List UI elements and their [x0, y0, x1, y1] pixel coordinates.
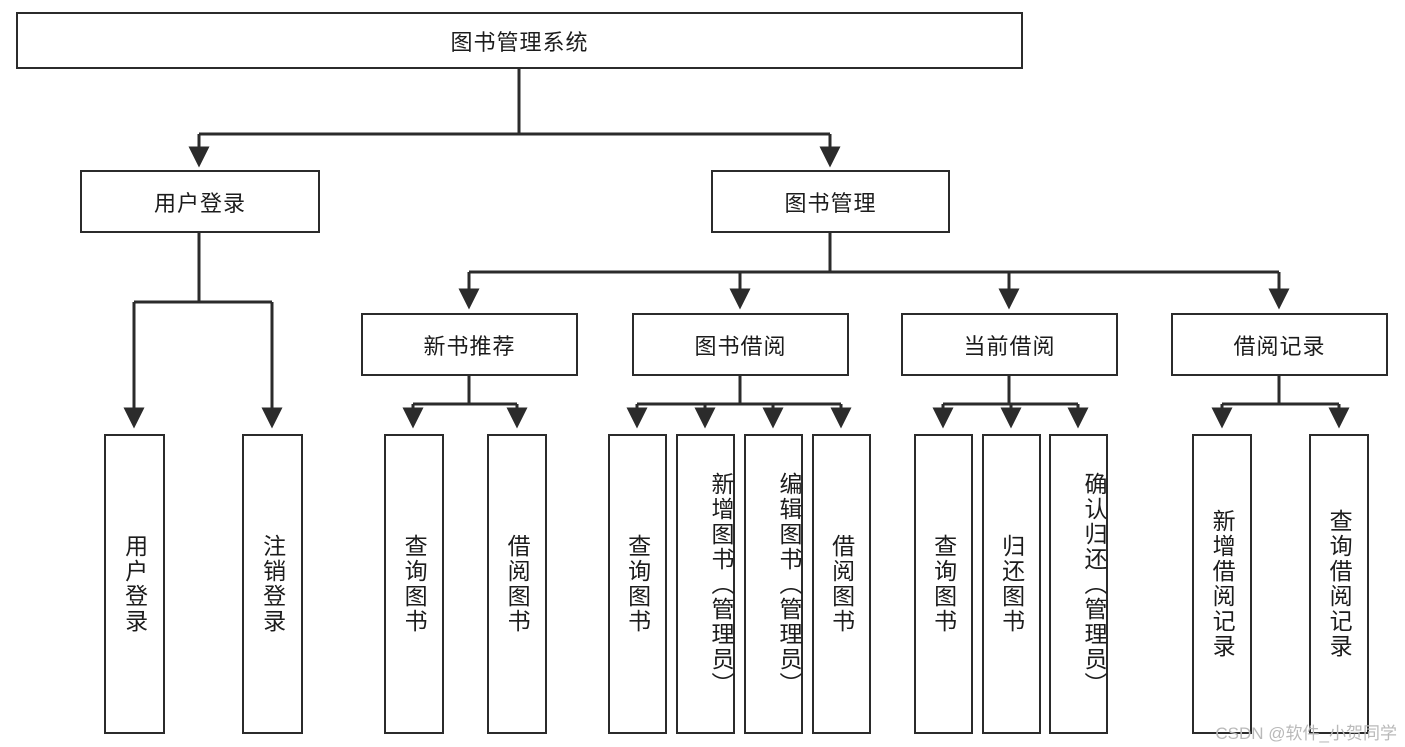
node-leaf-confirm-return-label: 确认归还（管理员）: [1081, 471, 1107, 697]
node-leaf-add-borrow-record[interactable]: 新增借阅记录: [1192, 434, 1252, 734]
node-leaf-query-borrow-record-label: 查询借阅记录: [1326, 509, 1353, 659]
node-leaf-add-borrow-record-label: 新增借阅记录: [1209, 509, 1236, 659]
node-leaf-edit-book-label: 编辑图书（管理员）: [776, 471, 802, 697]
node-book-borrow[interactable]: 图书借阅: [632, 313, 849, 376]
node-book-management-label: 图书管理: [784, 190, 877, 216]
node-leaf-borrow-book[interactable]: 借阅图书: [812, 434, 871, 734]
node-user-login[interactable]: 用户登录: [80, 170, 320, 233]
node-leaf-add-book-label: 新增图书（管理员）: [708, 471, 734, 697]
node-borrow-record-label: 借阅记录: [1233, 333, 1326, 359]
node-leaf-query-book-recommend[interactable]: 查询图书: [384, 434, 444, 734]
node-leaf-borrow-book-label: 借阅图书: [828, 534, 855, 634]
node-leaf-query-book-current[interactable]: 查询图书: [914, 434, 973, 734]
node-leaf-query-borrow-record[interactable]: 查询借阅记录: [1309, 434, 1369, 734]
node-root-label: 图书管理系统: [450, 29, 589, 55]
node-leaf-query-book-borrow[interactable]: 查询图书: [608, 434, 667, 734]
node-leaf-user-login-label: 用户登录: [121, 534, 148, 634]
node-leaf-return-book[interactable]: 归还图书: [982, 434, 1041, 734]
node-leaf-borrow-book-recommend-label: 借阅图书: [504, 534, 531, 634]
watermark-text: CSDN @软件_小贺同学: [1215, 724, 1397, 743]
node-root[interactable]: 图书管理系统: [16, 12, 1023, 69]
node-borrow-record[interactable]: 借阅记录: [1171, 313, 1388, 376]
node-leaf-query-book-recommend-label: 查询图书: [401, 534, 428, 634]
node-current-borrow-label: 当前借阅: [963, 333, 1056, 359]
node-book-borrow-label: 图书借阅: [694, 333, 787, 359]
node-book-management[interactable]: 图书管理: [711, 170, 950, 233]
node-current-borrow[interactable]: 当前借阅: [901, 313, 1118, 376]
node-leaf-query-book-borrow-label: 查询图书: [624, 534, 651, 634]
node-new-book-recommend[interactable]: 新书推荐: [361, 313, 578, 376]
node-leaf-add-book[interactable]: 新增图书（管理员）: [676, 434, 735, 734]
node-user-login-label: 用户登录: [153, 190, 246, 216]
node-leaf-confirm-return[interactable]: 确认归还（管理员）: [1049, 434, 1108, 734]
node-leaf-logout-label: 注销登录: [259, 534, 286, 634]
node-leaf-borrow-book-recommend[interactable]: 借阅图书: [487, 434, 547, 734]
node-leaf-return-book-label: 归还图书: [998, 534, 1025, 634]
node-new-book-recommend-label: 新书推荐: [423, 333, 516, 359]
node-leaf-logout[interactable]: 注销登录: [242, 434, 303, 734]
node-leaf-query-book-current-label: 查询图书: [930, 534, 957, 634]
node-leaf-user-login[interactable]: 用户登录: [104, 434, 165, 734]
node-leaf-edit-book[interactable]: 编辑图书（管理员）: [744, 434, 803, 734]
